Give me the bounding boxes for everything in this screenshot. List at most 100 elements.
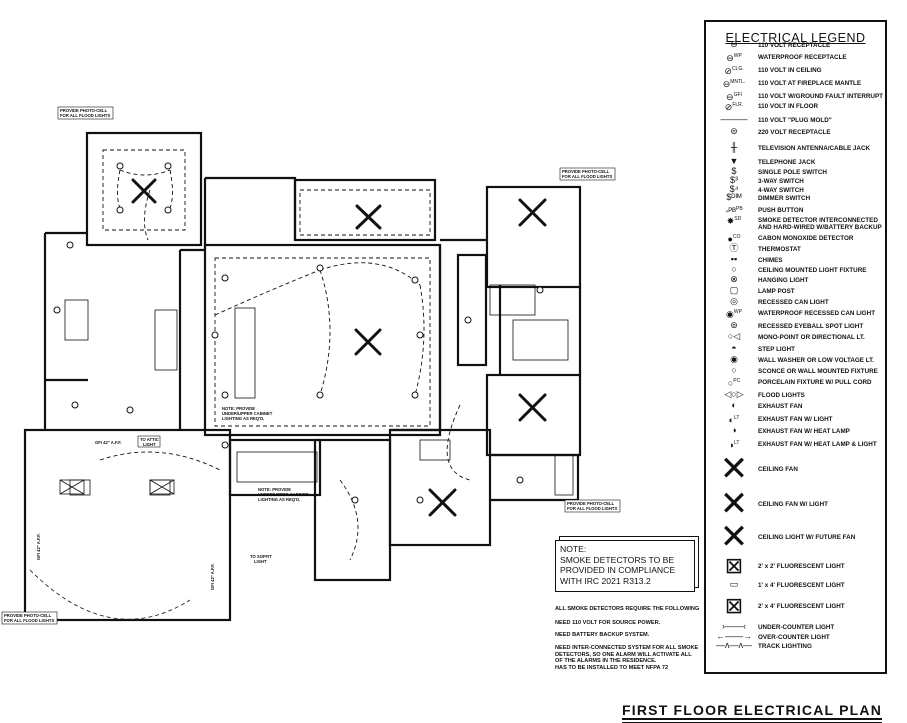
gfi-receptacle-icon: ⊖GFI	[726, 92, 742, 102]
legend-item-label: TELEPHONE JACK	[758, 159, 816, 166]
requirement-line: NEED 110 VOLT FOR SOURCE POWER.	[555, 620, 661, 626]
cabinet-note: NOTE: PROVIDE	[222, 406, 255, 411]
legend-item-label: 110 VOLT IN FLOOR	[758, 103, 819, 110]
legend-item-label: 4-WAY SWITCH	[758, 187, 804, 194]
note-line: WITH IRC 2021 R313.2	[560, 575, 651, 586]
three-way-switch-icon: $³	[729, 175, 738, 185]
four-way-switch-icon: $⁴	[729, 184, 739, 194]
fluorescent-1x4-icon: ▭	[729, 579, 739, 589]
legend-item-label: TRACK LIGHTING	[758, 643, 812, 650]
ceiling-outlines	[99, 149, 471, 561]
mantle-receptacle-icon: ⊖MNTL.	[722, 79, 746, 89]
legend-item-label: CEILING FAN	[758, 466, 798, 473]
legend-item-label: 110 VOLT AT FIREPLACE MANTLE	[758, 80, 862, 87]
legend-item-label: 110 VOLT W/GROUND FAULT INTERRUPT	[758, 93, 884, 100]
legend-item-label: WALL WASHER OR LOW VOLTAGE LT.	[758, 357, 875, 364]
svg-text:FOR ALL FLOOD LIGHTS: FOR ALL FLOOD LIGHTS	[562, 174, 612, 179]
eyeball-spot-icon: ⊚	[730, 320, 738, 330]
drawing-title: FIRST FLOOR ELECTRICAL PLAN	[622, 702, 883, 723]
symbol-tag: PB	[736, 206, 743, 212]
legend-item-label: PORCELAIN FIXTURE W/ PULL CORD	[758, 379, 872, 386]
photocell-label: PROVIDE PHOTO-CELL	[567, 501, 615, 506]
ceiling-light-icon: ○	[731, 264, 737, 274]
legend-item-label: WATERPROOF RECEPTACLE	[758, 54, 847, 61]
under-counter-light-icon: ›——‹	[722, 621, 746, 631]
dimmer-switch-icon: $ᴰᴵᴹ	[726, 192, 742, 202]
svg-text:UNDER/UPPER CABINET: UNDER/UPPER CABINET	[258, 492, 309, 497]
waterproof-receptacle-icon: ⊖WP	[726, 53, 742, 63]
symbol-tag: CLG.	[731, 66, 744, 72]
legend-item-label: PUSH BUTTON	[758, 207, 804, 214]
requirement-line: NEED INTER-CONNECTED SYSTEM FOR ALL SMOK…	[555, 645, 699, 651]
symbol-tag: PC	[733, 378, 741, 384]
symbol-tag: LT	[733, 415, 740, 421]
legend-item-label: EXHAUST FAN	[758, 403, 803, 410]
smoke-detector-icon: ✸SD	[726, 216, 742, 226]
legend-item-label: CEILING LIGHT W/ FUTURE FAN	[758, 534, 856, 541]
legend-item-label: EXHAUST FAN W/ HEAT LAMP & LIGHT	[758, 441, 877, 448]
ceiling-fans	[131, 178, 547, 517]
electrical-legend: ELECTRICAL LEGEND ⊖110 VOLT RECEPTACLE⊖W…	[704, 20, 887, 674]
lamp-post-icon: ▢	[729, 285, 739, 295]
svg-text:LIGHTING AS REQ'D.: LIGHTING AS REQ'D.	[222, 416, 264, 421]
walls	[23, 131, 582, 622]
legend-item-label: HANGING LIGHT	[758, 277, 809, 284]
receptacle-icon: ⊖	[730, 39, 738, 49]
hanging-light-icon: ⊗	[730, 274, 738, 284]
legend-item-label: 110 VOLT "PLUG MOLD"	[758, 117, 832, 124]
single-pole-switch-icon: $	[731, 166, 737, 176]
legend-item-label: 2' x 2' FLUORESCENT LIGHT	[758, 563, 845, 570]
floor-receptacle-icon: ⊘FLR.	[724, 102, 744, 112]
legend-item-label: LAMP POST	[758, 288, 795, 295]
legend-item-label: 110 VOLT IN CEILING	[758, 67, 822, 74]
fluorescent-2x4-icon: ⊠	[724, 593, 744, 618]
exhaust-fan-icon: ◐	[731, 400, 737, 410]
plug-mold-icon: ———	[720, 114, 748, 124]
legend-item-label: WATERPROOF RECESSED CAN LIGHT	[758, 310, 876, 317]
legend-item-label: 110 VOLT RECEPTACLE	[758, 42, 831, 49]
thermostat-icon: Ⓣ	[729, 243, 739, 253]
legend-item-label: DIMMER SWITCH	[758, 195, 811, 202]
mono-point-icon: ○◁	[727, 331, 741, 341]
symbol-tag: FLR.	[732, 102, 744, 108]
ceiling-receptacle-icon: ⊘CLG.	[724, 66, 744, 76]
legend-item-label: 3-WAY SWITCH	[758, 178, 804, 185]
track-lighting-icon: —ʌ—ʌ—	[716, 640, 752, 650]
220-receptacle-icon: ⊜	[730, 126, 738, 136]
legend-item-label: EXHAUST FAN W/ LIGHT	[758, 416, 833, 423]
legend-item-label: STEP LIGHT	[758, 346, 795, 353]
legend-item-label: UNDER-COUNTER LIGHT	[758, 624, 835, 631]
step-light-icon: ◓	[731, 343, 737, 353]
symbol-tag: WP	[733, 53, 742, 59]
requirement-line: DETECTORS, SO ONE ALARM WILL ACTIVATE AL…	[555, 651, 692, 658]
symbol-tag: MNTL.	[730, 79, 746, 85]
svg-text:LIGHT: LIGHT	[254, 559, 267, 564]
legend-item-label: SINGLE POLE SWITCH	[758, 169, 827, 176]
svg-text:FOR ALL FLOOD LIGHTS: FOR ALL FLOOD LIGHTS	[60, 113, 110, 118]
requirement-line: ALL SMOKE DETECTORS REQUIRE THE FOLLOWIN…	[555, 606, 700, 612]
note-line: SMOKE DETECTORS TO BE	[560, 554, 675, 565]
plan-labels: PROVIDE PHOTO-CELL FOR ALL FLOOD LIGHTS …	[1, 106, 621, 625]
fluorescent-lights	[59, 479, 175, 495]
soffit-label: TO SOFFIT	[250, 554, 272, 559]
note-line: PROVIDED IN COMPLIANCE	[560, 565, 676, 575]
symbol-tag: CO	[732, 234, 741, 240]
legend-item-label: SMOKE DETECTOR INTERCONNECTED AND HARD-W…	[758, 217, 882, 231]
legend-item-label: CEILING FAN W/ LIGHT	[758, 501, 828, 508]
symbol-tag: WP	[733, 309, 742, 315]
svg-text:FOR ALL FLOOD LIGHTS: FOR ALL FLOOD LIGHTS	[4, 618, 54, 623]
chimes-icon: ▪▪	[730, 254, 738, 264]
symbol-tag: SD	[734, 216, 742, 222]
over-counter-light-icon: ←——→	[716, 631, 752, 641]
svg-text:FOR ALL FLOOD LIGHTS: FOR ALL FLOOD LIGHTS	[567, 506, 617, 511]
telephone-jack-icon: ▼	[729, 156, 739, 166]
gfi-label: GFI 42" A.F.F.	[36, 534, 41, 561]
legend-item-label: SCONCE OR WALL MOUNTED FIXTURE	[758, 368, 878, 375]
gfi-label: GFI 42" A.F.F.	[95, 440, 122, 445]
legend-item-label: CABON MONOXIDE DETECTOR	[758, 235, 854, 242]
co-detector-icon: ●CO	[727, 234, 741, 244]
symbol-tag: LT	[733, 440, 740, 446]
legend-item-label: OVER-COUNTER LIGHT	[758, 634, 830, 641]
porcelain-fixture-icon: ○PC	[727, 378, 741, 388]
